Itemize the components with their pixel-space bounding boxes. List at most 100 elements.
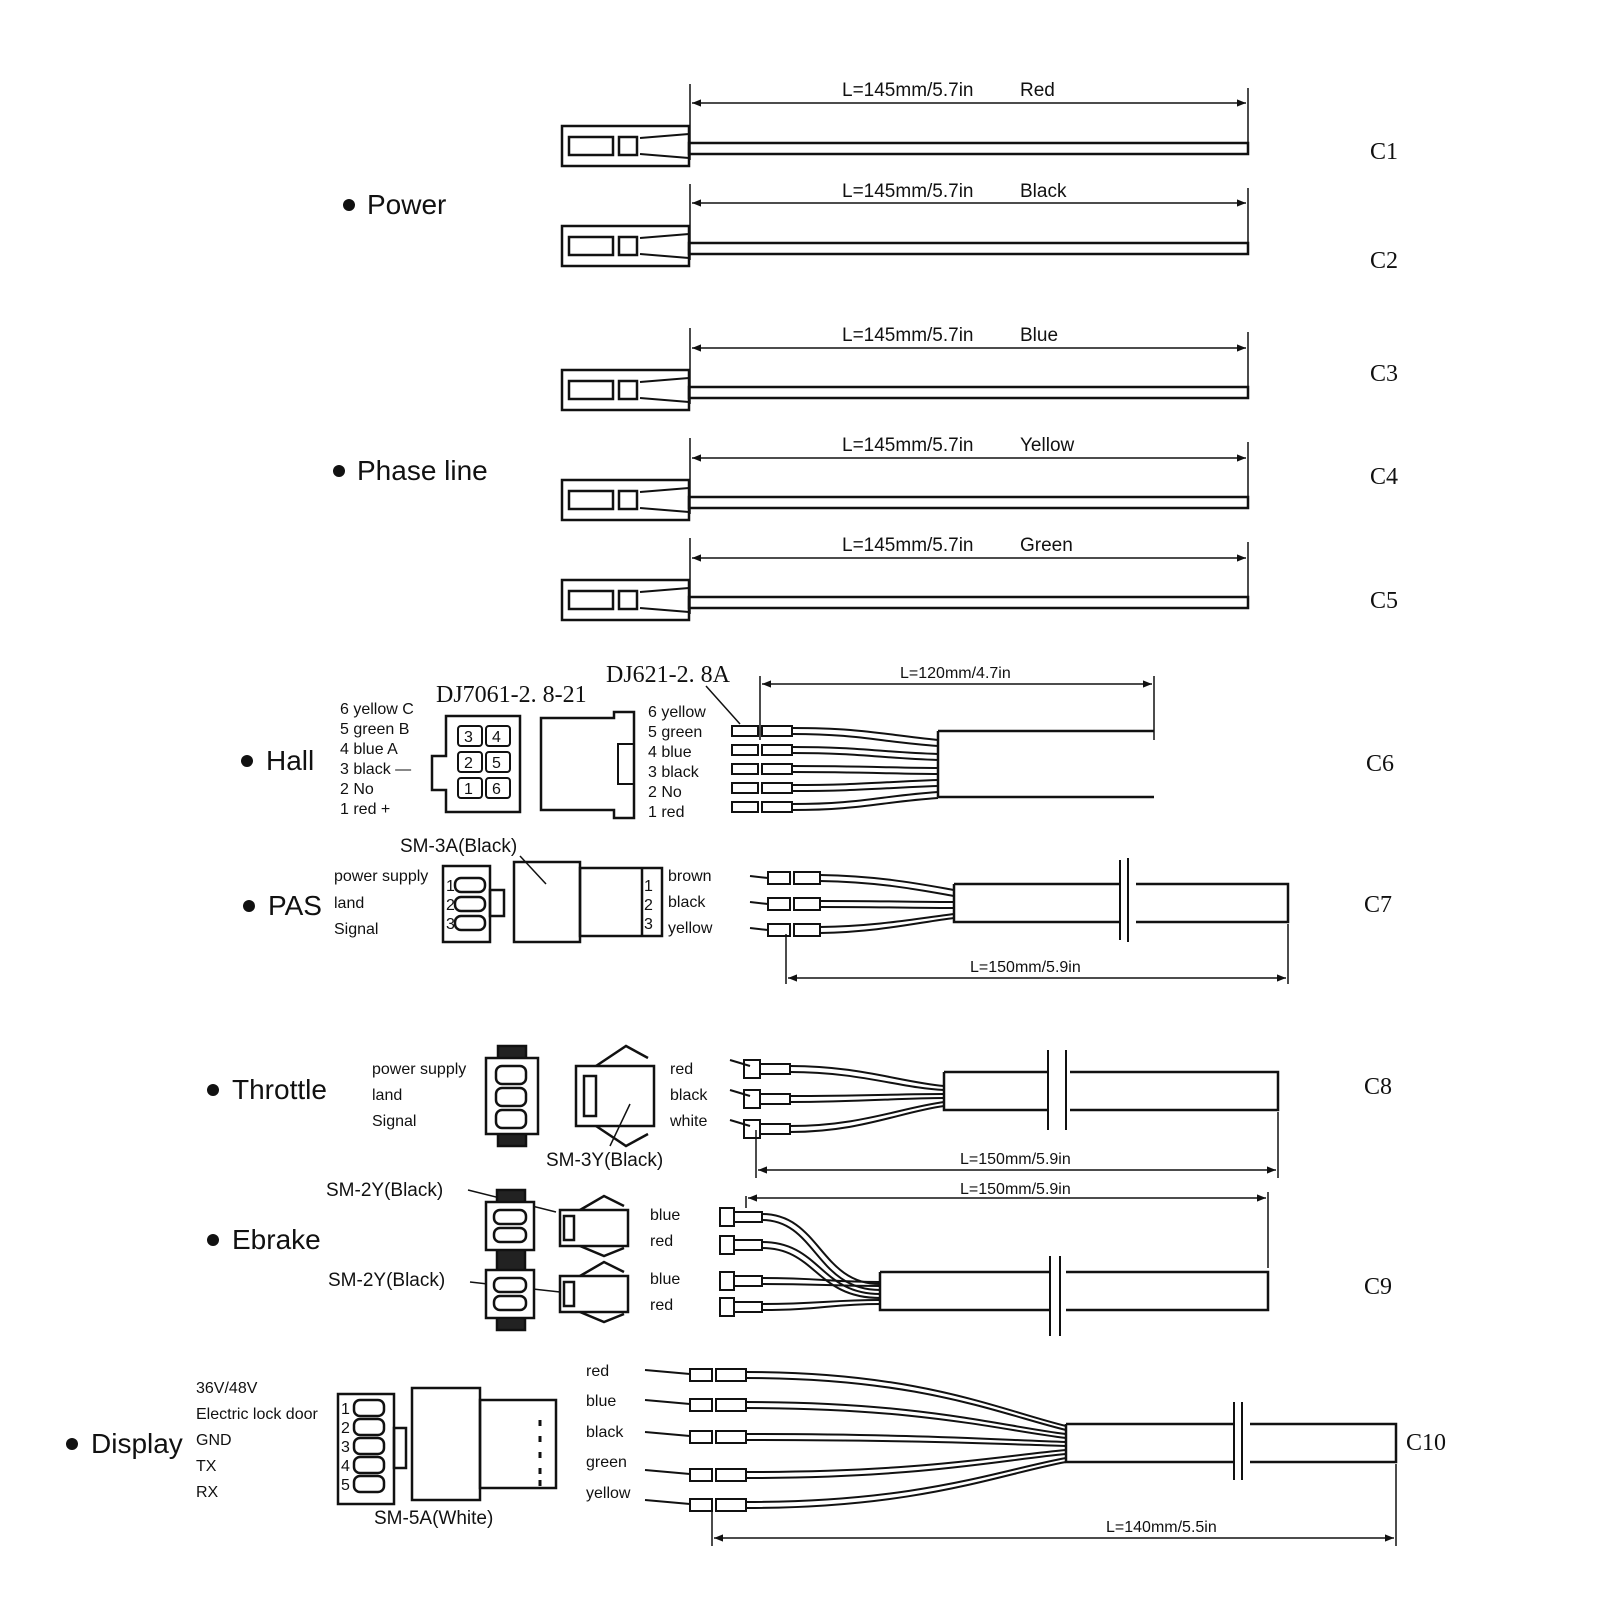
pas-pin-number-right-3: 3 bbox=[644, 916, 653, 933]
display-female-connector-icon bbox=[336, 1392, 408, 1506]
hall-label: Hall bbox=[266, 745, 314, 776]
pas-wire-2: black bbox=[668, 894, 706, 911]
ebrake-harness: SM-2Y(Black) SM-2Y(Black) blue red blue … bbox=[326, 1180, 1392, 1336]
pas-pin-number-right-1: 1 bbox=[644, 878, 653, 895]
wire-c4-length: L=145mm/5.7in bbox=[842, 435, 974, 456]
hall-female-connector-icon: 3 4 2 5 1 6 bbox=[430, 714, 522, 814]
display-length-label: L=140mm/5.5in bbox=[1106, 1519, 1217, 1536]
display-pin-number-3: 3 bbox=[341, 1439, 350, 1456]
hall-pin-number-6: 6 bbox=[492, 781, 501, 798]
display-pin-number-1: 1 bbox=[341, 1401, 350, 1418]
throttle-id: C8 bbox=[1364, 1074, 1392, 1100]
display-pin-number-4: 4 bbox=[341, 1458, 350, 1475]
throttle-harness: power supply land Signal SM-3Y(Black) re… bbox=[372, 1044, 1392, 1178]
wire-c3-length: L=145mm/5.7in bbox=[842, 325, 974, 346]
pas-pin-number-3: 3 bbox=[446, 916, 455, 933]
throttle-function-2: land bbox=[372, 1087, 402, 1104]
ebrake-wire-bundle bbox=[719, 1207, 1270, 1336]
wire-c5: L=145mm/5.7in Green C5 bbox=[560, 535, 1398, 622]
ebrake-connector-top-model: SM-2Y(Black) bbox=[326, 1180, 443, 1201]
display-pin-number-5: 5 bbox=[341, 1477, 350, 1494]
display-id: C10 bbox=[1406, 1430, 1446, 1456]
hall-pin-number-5: 5 bbox=[492, 755, 501, 772]
throttle-wire-bundle bbox=[729, 1050, 1280, 1139]
hall-pin-left-5: 5 green B bbox=[340, 721, 409, 738]
ebrake-female-connector-icon bbox=[484, 1188, 536, 1332]
display-wire-bundle bbox=[644, 1368, 1398, 1512]
throttle-connector-model: SM-3Y(Black) bbox=[546, 1150, 663, 1171]
phase-line-label: Phase line bbox=[357, 455, 488, 486]
wire-c4-id: C4 bbox=[1370, 464, 1398, 490]
display-harness: 36V/48V Electric lock door GND TX RX 1 2… bbox=[196, 1363, 1446, 1546]
group-label-power: Power bbox=[343, 189, 446, 220]
display-connector-model: SM-5A(White) bbox=[374, 1508, 493, 1529]
wire-c2-terminal-icon bbox=[560, 224, 691, 268]
display-wire-1: red bbox=[586, 1363, 609, 1380]
pas-female-connector-icon bbox=[441, 864, 506, 944]
hall-harness: DJ7061-2. 8-21 DJ621-2. 8A 6 yellow C 5 … bbox=[340, 662, 1394, 821]
display-function-1: 36V/48V bbox=[196, 1380, 258, 1397]
pas-wire-bundle bbox=[749, 858, 1290, 942]
pas-id: C7 bbox=[1364, 892, 1392, 918]
wire-c4-color: Yellow bbox=[1020, 435, 1075, 456]
wire-c1-terminal-icon bbox=[560, 124, 691, 168]
hall-pin-right-5: 5 green bbox=[648, 724, 702, 741]
hall-connector-right-model: DJ621-2. 8A bbox=[606, 662, 731, 688]
hall-pin-number-4: 4 bbox=[492, 729, 501, 746]
pas-connector-model: SM-3A(Black) bbox=[400, 836, 517, 857]
wire-c5-id: C5 bbox=[1370, 588, 1398, 614]
throttle-female-connector-icon bbox=[484, 1044, 540, 1148]
group-label-throttle: Throttle bbox=[207, 1074, 327, 1105]
group-label-display: Display bbox=[66, 1428, 183, 1459]
pas-pin-number-1: 1 bbox=[446, 878, 455, 895]
wire-c1-length: L=145mm/5.7in bbox=[842, 80, 974, 101]
hall-wire-bundle bbox=[731, 725, 1154, 813]
wire-c5-length: L=145mm/5.7in bbox=[842, 535, 974, 556]
group-label-ebrake: Ebrake bbox=[207, 1224, 321, 1255]
display-function-5: RX bbox=[196, 1484, 219, 1501]
wire-c4: L=145mm/5.7in Yellow C4 bbox=[560, 435, 1398, 522]
pas-pin-number-2: 2 bbox=[446, 897, 455, 914]
group-label-pas: PAS bbox=[243, 890, 322, 921]
power-label: Power bbox=[367, 189, 446, 220]
pas-harness: SM-3A(Black) power supply land Signal 1 … bbox=[334, 836, 1392, 984]
wire-c2: L=145mm/5.7in Black C2 bbox=[560, 181, 1398, 274]
pas-function-2: land bbox=[334, 895, 364, 912]
throttle-wire-2: black bbox=[670, 1087, 708, 1104]
wire-c1-color: Red bbox=[1020, 80, 1055, 101]
hall-connector-left-model: DJ7061-2. 8-21 bbox=[436, 682, 587, 708]
display-wire-4: green bbox=[586, 1454, 627, 1471]
pas-male-connector-icon bbox=[512, 860, 664, 944]
wire-c1-id: C1 bbox=[1370, 139, 1398, 165]
wire-c3-terminal-icon bbox=[560, 368, 691, 412]
pas-wire-1: brown bbox=[668, 868, 712, 885]
wire-c4-terminal-icon bbox=[560, 478, 691, 522]
display-function-4: TX bbox=[196, 1458, 217, 1475]
wire-c3-color: Blue bbox=[1020, 325, 1058, 346]
hall-pin-right-3: 3 black bbox=[648, 764, 700, 781]
throttle-wire-1: red bbox=[670, 1061, 693, 1078]
group-label-phase-line: Phase line bbox=[333, 455, 488, 486]
ebrake-wire-bottom-2: red bbox=[650, 1297, 673, 1314]
display-male-connector-icon bbox=[410, 1386, 558, 1502]
ebrake-wire-bottom-1: blue bbox=[650, 1271, 680, 1288]
pas-pin-number-right-2: 2 bbox=[644, 897, 653, 914]
pas-label: PAS bbox=[268, 890, 322, 921]
hall-pin-number-3: 3 bbox=[464, 729, 473, 746]
hall-pin-left-1: 1 red + bbox=[340, 801, 390, 818]
hall-length-label: L=120mm/4.7in bbox=[900, 665, 1011, 682]
wire-c2-length: L=145mm/5.7in bbox=[842, 181, 974, 202]
ebrake-connector-bottom-model: SM-2Y(Black) bbox=[328, 1270, 445, 1291]
throttle-label: Throttle bbox=[232, 1074, 327, 1105]
wire-c3: L=145mm/5.7in Blue C3 bbox=[560, 325, 1398, 412]
display-wire-2: blue bbox=[586, 1393, 616, 1410]
wire-c5-terminal-icon bbox=[560, 578, 691, 622]
display-wire-5: yellow bbox=[586, 1485, 631, 1502]
pas-length-label: L=150mm/5.9in bbox=[970, 959, 1081, 976]
display-label: Display bbox=[91, 1428, 183, 1459]
wire-c2-id: C2 bbox=[1370, 248, 1398, 274]
ebrake-length-label: L=150mm/5.9in bbox=[960, 1181, 1071, 1198]
ebrake-wire-top-2: red bbox=[650, 1233, 673, 1250]
hall-pin-left-2: 2 No bbox=[340, 781, 374, 798]
wire-c1: L=145mm/5.7in Red C1 bbox=[560, 80, 1398, 168]
